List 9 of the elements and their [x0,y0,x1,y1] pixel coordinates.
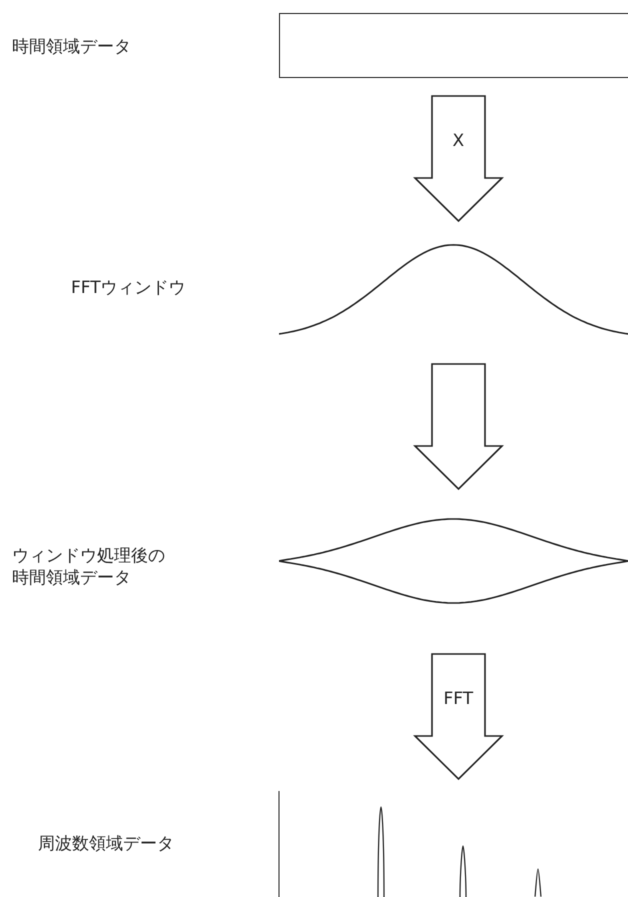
block-arrow [413,363,504,490]
block-arrow [413,653,504,780]
block-arrow [413,95,504,222]
row-label: FFTウィンドウ [71,277,187,299]
data-bar [279,13,628,78]
windowed-signal-curve [279,517,628,605]
row-label: 周波数領域データ [38,833,175,855]
row-label: ウィンドウ処理後の時間領域データ [12,545,166,589]
row-label: 時間領域データ [12,36,132,58]
